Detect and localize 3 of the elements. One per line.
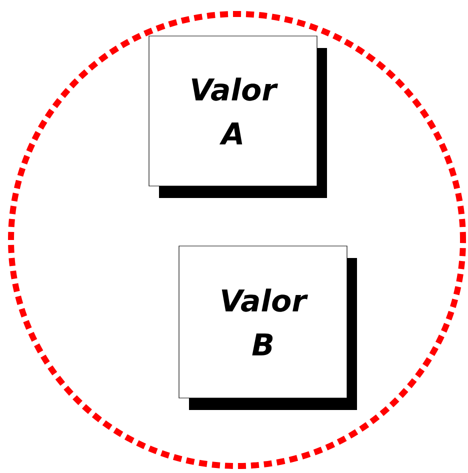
dashed-circle <box>8 11 466 469</box>
value-box: Valor A <box>148 36 327 198</box>
value-box: Valor B <box>178 246 357 410</box>
